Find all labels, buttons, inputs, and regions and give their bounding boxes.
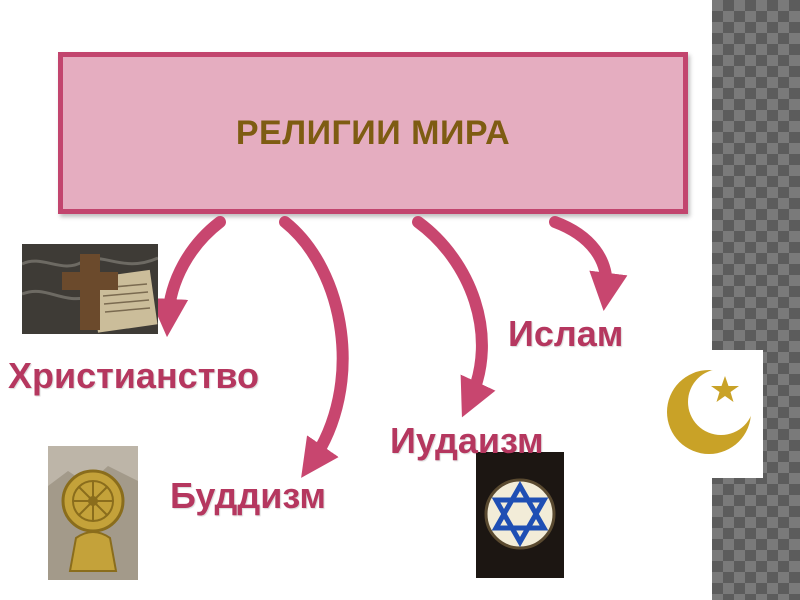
diagram-title: РЕЛИГИИ МИРА: [235, 113, 511, 152]
decorative-side-stripe: [712, 0, 800, 600]
arrow-buddhism: [279, 216, 349, 478]
arrow-christianity: [149, 216, 226, 338]
arrow-judaism: [412, 216, 496, 418]
title-box: РЕЛИГИИ МИРА: [58, 52, 688, 214]
arrow-islam: [549, 216, 628, 312]
dharma-wheel-photo-icon: [48, 446, 138, 580]
label-buddhism: Буддизм: [170, 475, 326, 516]
cross-and-bible-photo-icon: [22, 244, 158, 334]
label-judaism: Иудаизм: [390, 420, 544, 461]
crescent-and-star-icon: [665, 350, 763, 478]
star-of-david-window-icon: [476, 452, 564, 578]
label-christianity: Христианство: [8, 355, 259, 396]
label-islam: Ислам: [508, 313, 624, 354]
